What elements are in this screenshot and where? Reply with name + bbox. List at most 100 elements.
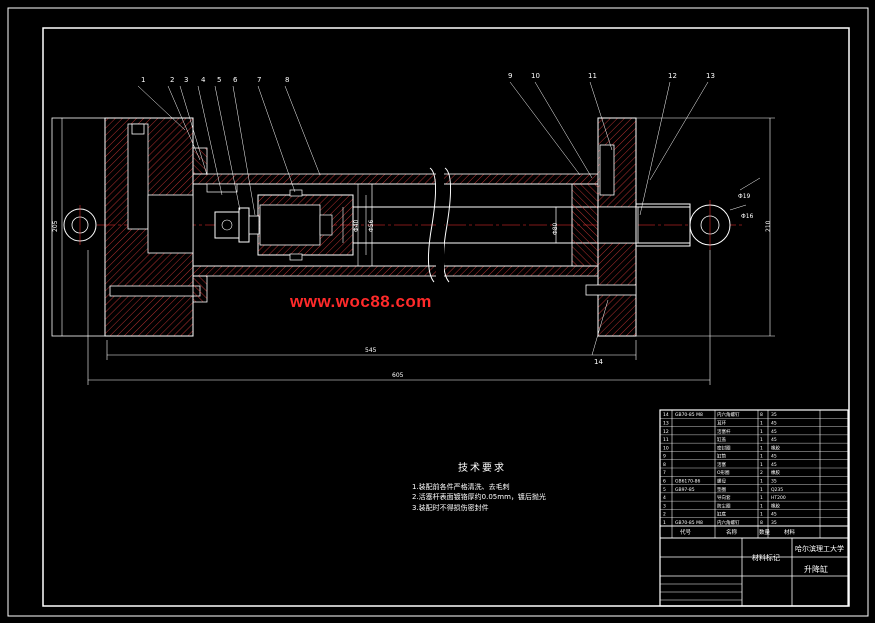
part-number-12: 12 — [668, 72, 677, 80]
parts-cell-mat: 35 — [771, 479, 777, 485]
parts-cell-qty: 1 — [760, 503, 763, 509]
dim-pin-dia-a: Φ19 — [738, 193, 751, 200]
parts-cell-no: 12 — [663, 429, 669, 435]
parts-cell-no: 1 — [663, 520, 666, 526]
tech-item-2: 2.活塞杆表面镀铬厚约0.05mm，镀后抛光 — [412, 493, 546, 501]
dim-left-height: 205 — [52, 220, 59, 232]
tech-item-1: 1.装配前各件严格清洗、去毛刺 — [412, 482, 510, 491]
tb-header-mat: 材料 — [784, 528, 796, 536]
parts-cell-no: 6 — [663, 479, 666, 485]
parts-cell-mat: 35 — [771, 412, 777, 418]
parts-cell-no: 13 — [663, 421, 669, 427]
parts-cell-qty: 1 — [760, 437, 763, 443]
outer-border — [7, 7, 869, 617]
tb-header-name: 名称 — [726, 528, 738, 536]
tb-mark: 材料标记 — [752, 553, 780, 562]
parts-cell-no: 11 — [663, 437, 669, 443]
part-number-11: 11 — [588, 72, 597, 80]
parts-cell-name: 缸底 — [717, 511, 726, 518]
parts-cell-name: 缸盖 — [717, 436, 726, 443]
parts-cell-mat: Q235 — [771, 487, 783, 493]
nut-washer — [214, 207, 260, 243]
parts-cell-mat: 45 — [771, 421, 777, 427]
leader-lines — [137, 81, 709, 356]
parts-cell-qty: 1 — [760, 429, 763, 435]
parts-cell-code: GB6170-86 — [675, 479, 701, 485]
dim-right-height: 210 — [765, 220, 772, 232]
parts-cell-name: 螺母 — [717, 478, 726, 485]
parts-cell-no: 2 — [663, 512, 666, 518]
tech-item-3: 3.装配时不得损伤密封件 — [412, 503, 489, 512]
left-support-plate — [51, 117, 106, 337]
parts-cell-qty: 1 — [760, 487, 763, 493]
piston — [257, 189, 354, 261]
left-clevis-eye — [63, 205, 97, 245]
tb-header-qty: 数量 — [759, 528, 771, 536]
parts-cell-no: 8 — [663, 462, 666, 468]
dim-stroke-length: 545 — [365, 347, 377, 354]
guide-sleeve — [192, 147, 238, 303]
parts-cell-name: 密封圈 — [717, 444, 731, 451]
cylinder-bottom — [104, 117, 201, 337]
parts-cell-qty: 1 — [760, 479, 763, 485]
cylinder-head — [571, 117, 639, 337]
title-block — [659, 409, 849, 607]
parts-cell-qty: 1 — [760, 462, 763, 468]
parts-cell-qty: 1 — [760, 512, 763, 518]
parts-cell-name: 耳环 — [717, 421, 726, 427]
part-number-14: 14 — [594, 358, 603, 366]
tech-title: 技术要求 — [458, 463, 506, 474]
parts-cell-qty: 1 — [760, 445, 763, 451]
tb-school: 哈尔滨理工大学 — [795, 544, 844, 553]
cylinder-barrel — [192, 167, 599, 283]
parts-cell-mat: 橡胶 — [771, 502, 780, 509]
part-number-5: 5 — [217, 76, 221, 84]
parts-cell-mat: 橡胶 — [771, 469, 780, 476]
parts-cell-qty: 8 — [760, 520, 763, 526]
parts-cell-mat: 45 — [771, 454, 777, 460]
part-number-7: 7 — [257, 76, 261, 84]
parts-cell-qty: 8 — [760, 412, 763, 418]
dim-piston-dia: Φ80 — [552, 222, 559, 235]
parts-cell-mat: 35 — [771, 520, 777, 526]
parts-cell-no: 10 — [663, 445, 669, 451]
tb-header-code: 代号 — [680, 528, 692, 536]
part-number-3: 3 — [184, 76, 188, 84]
part-number-6: 6 — [233, 76, 238, 84]
parts-cell-name: 防尘圈 — [717, 502, 731, 509]
parts-cell-name: 内六角螺钉 — [717, 519, 740, 526]
parts-cell-name: O形圈 — [717, 469, 730, 476]
parts-cell-mat: 45 — [771, 437, 777, 443]
inner-border — [42, 27, 850, 607]
parts-cell-name: 内六角螺钉 — [717, 411, 740, 418]
parts-cell-name: 导向套 — [717, 494, 731, 501]
parts-cell-mat: 45 — [771, 462, 777, 468]
parts-cell-mat: 橡胶 — [771, 444, 780, 451]
part-number-1: 1 — [141, 76, 145, 84]
dim-pin-dia-b: Φ16 — [741, 213, 754, 220]
parts-cell-no: 3 — [663, 503, 666, 509]
parts-cell-name: 垫圈 — [717, 486, 726, 493]
parts-cell-no: 14 — [663, 412, 669, 418]
parts-cell-no: 9 — [663, 454, 666, 460]
parts-cell-name: 活塞 — [717, 461, 726, 468]
parts-cell-name: 缸筒 — [717, 453, 726, 460]
watermark-text: www.woc88.com — [290, 292, 432, 311]
parts-cell-mat: 45 — [771, 429, 777, 435]
rod-end-eye — [635, 177, 761, 250]
parts-cell-qty: 1 — [760, 421, 763, 427]
part-number-13: 13 — [706, 72, 715, 80]
parts-cell-no: 5 — [663, 487, 666, 493]
part-number-4: 4 — [201, 76, 206, 84]
parts-cell-code: GB70-85 M8 — [675, 412, 703, 418]
parts-cell-qty: 1 — [760, 495, 763, 501]
parts-cell-no: 7 — [663, 470, 666, 476]
technical-requirements: 技术要求 1.装配前各件严格清洗、去毛刺 2.活塞杆表面镀铬厚约0.05mm，镀… — [412, 463, 546, 513]
part-number-2: 2 — [170, 76, 174, 84]
part-number-9: 9 — [508, 72, 512, 80]
dim-rod-dia: Φ40 — [353, 219, 360, 232]
part-number-8: 8 — [285, 76, 289, 84]
parts-cell-code: GB97-85 — [675, 487, 695, 493]
dim-bore-dia: Φ56 — [368, 219, 375, 232]
